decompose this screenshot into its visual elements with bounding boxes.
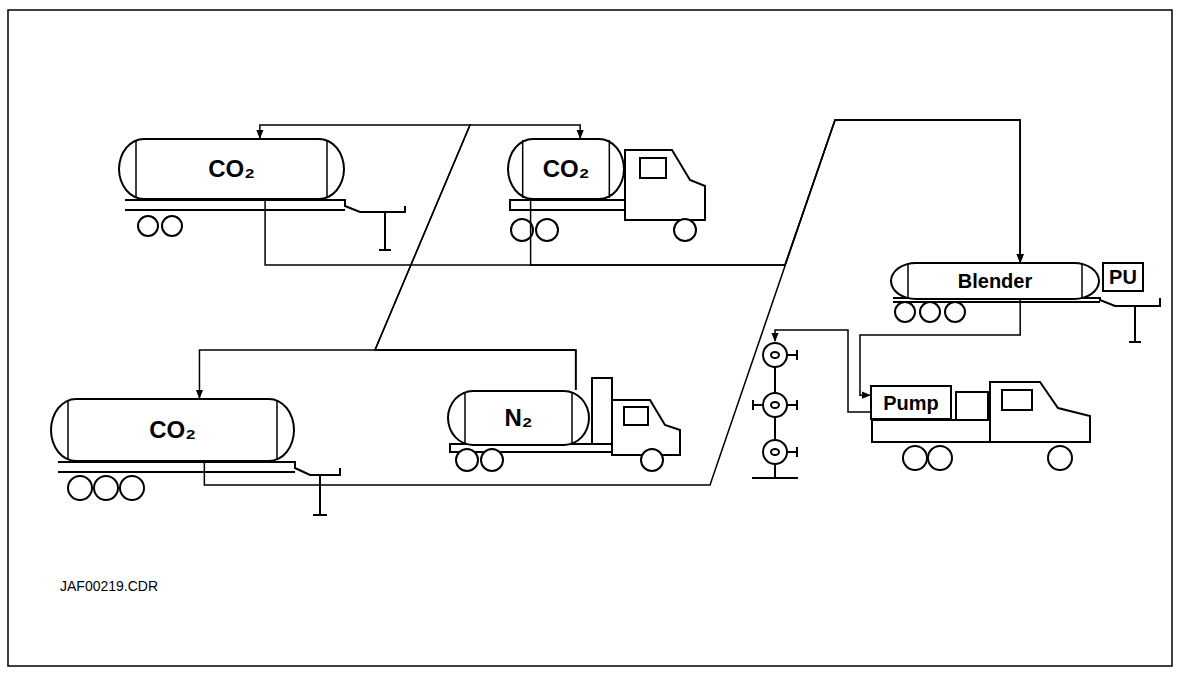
trailer-chassis [58,462,340,475]
tank-seam [522,140,524,198]
tank-trailer: CO₂ [50,398,295,462]
tank-seam [326,140,328,198]
node-label: CO₂ [149,417,196,443]
tank-seam [609,140,611,198]
tank-seam [571,392,573,444]
tank-truck: CO₂ [507,138,625,200]
node-label: Pump [883,392,939,414]
engine-box [956,392,988,420]
tank-seam [67,400,69,460]
truck-cab [990,382,1090,442]
file-name-label: JAF00219.CDR [60,578,158,594]
wheel [120,476,144,500]
vaporizer-stack [592,378,612,444]
wheel [138,216,158,236]
wheel [674,219,696,241]
tank-truck: N₂ [447,390,590,446]
wheel [1048,446,1072,470]
node-label: CO₂ [208,156,255,182]
wheel [511,219,533,241]
tank-seam [135,140,137,198]
truck-cab [612,400,680,455]
cab-window [640,158,666,178]
pump-box: Pump [870,385,952,420]
frame [8,10,1172,666]
truck-cab [625,150,705,220]
trailer-leg [1129,306,1141,342]
wheel [641,449,663,471]
wheel [536,219,558,241]
wheel [928,446,952,470]
trailer-chassis [58,471,295,473]
wheel [481,449,503,471]
wheel [94,476,118,500]
tank-trailer: CO₂ [118,138,345,200]
tank-seam [464,392,466,444]
wheel [162,216,182,236]
wheel [920,302,940,322]
pu-box: PU [1102,262,1144,292]
trailer-leg [313,475,327,515]
trailer-chassis [893,301,1100,303]
wheel [68,476,92,500]
wheel [895,302,915,322]
node-label: PU [1109,266,1137,288]
blender-tank: Blender [890,262,1100,300]
tank-seam [276,400,278,460]
wellhead [752,343,798,478]
wheel [903,446,927,470]
wheel [456,449,478,471]
cab-window [1002,390,1032,410]
tank-seam [907,264,909,298]
node-label: CO₂ [543,156,590,182]
cab-window [624,407,648,425]
wellhead-line [775,330,870,412]
wheel [945,302,965,322]
flow-line [265,120,1020,265]
trailer-leg [379,212,391,250]
node-label: N₂ [505,405,533,431]
node-label: Blender [958,270,1032,292]
flow-line [860,300,1020,395]
tank-seam [1081,264,1083,298]
trailer-chassis [125,209,345,211]
